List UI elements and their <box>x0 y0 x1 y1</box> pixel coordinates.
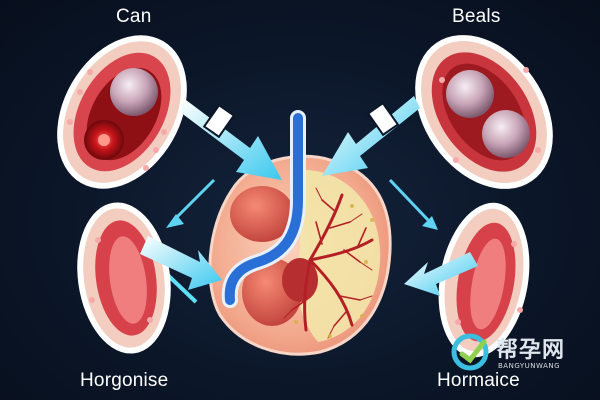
watermark-chinese-text: 帮孕网 <box>496 338 566 363</box>
tissue-cell-bottom-right <box>438 202 530 358</box>
central-organ <box>208 110 392 356</box>
arrow-mid-right <box>388 178 438 230</box>
arrow-mid-left <box>166 178 216 228</box>
arrow-bottom-left <box>140 236 222 290</box>
watermark-logo-icon <box>451 333 489 371</box>
arrow-top-left <box>180 100 282 180</box>
arrow-bottom-right <box>404 252 478 296</box>
blood-vessels <box>283 187 374 339</box>
watermark-english-text: BANGYUNWANG <box>498 362 561 370</box>
label-top-right: Beals <box>452 6 501 27</box>
tissue-cell-top-left <box>57 35 187 189</box>
label-top-left: Can <box>116 6 152 27</box>
label-bottom-left: Horgonise <box>80 370 169 391</box>
watermark: 帮孕网 BANGYUNWANG <box>444 330 594 374</box>
label-bottom-right: Hormaice <box>437 370 520 391</box>
tissue-cell-top-right <box>415 35 553 189</box>
arrow-top-right <box>322 96 420 176</box>
